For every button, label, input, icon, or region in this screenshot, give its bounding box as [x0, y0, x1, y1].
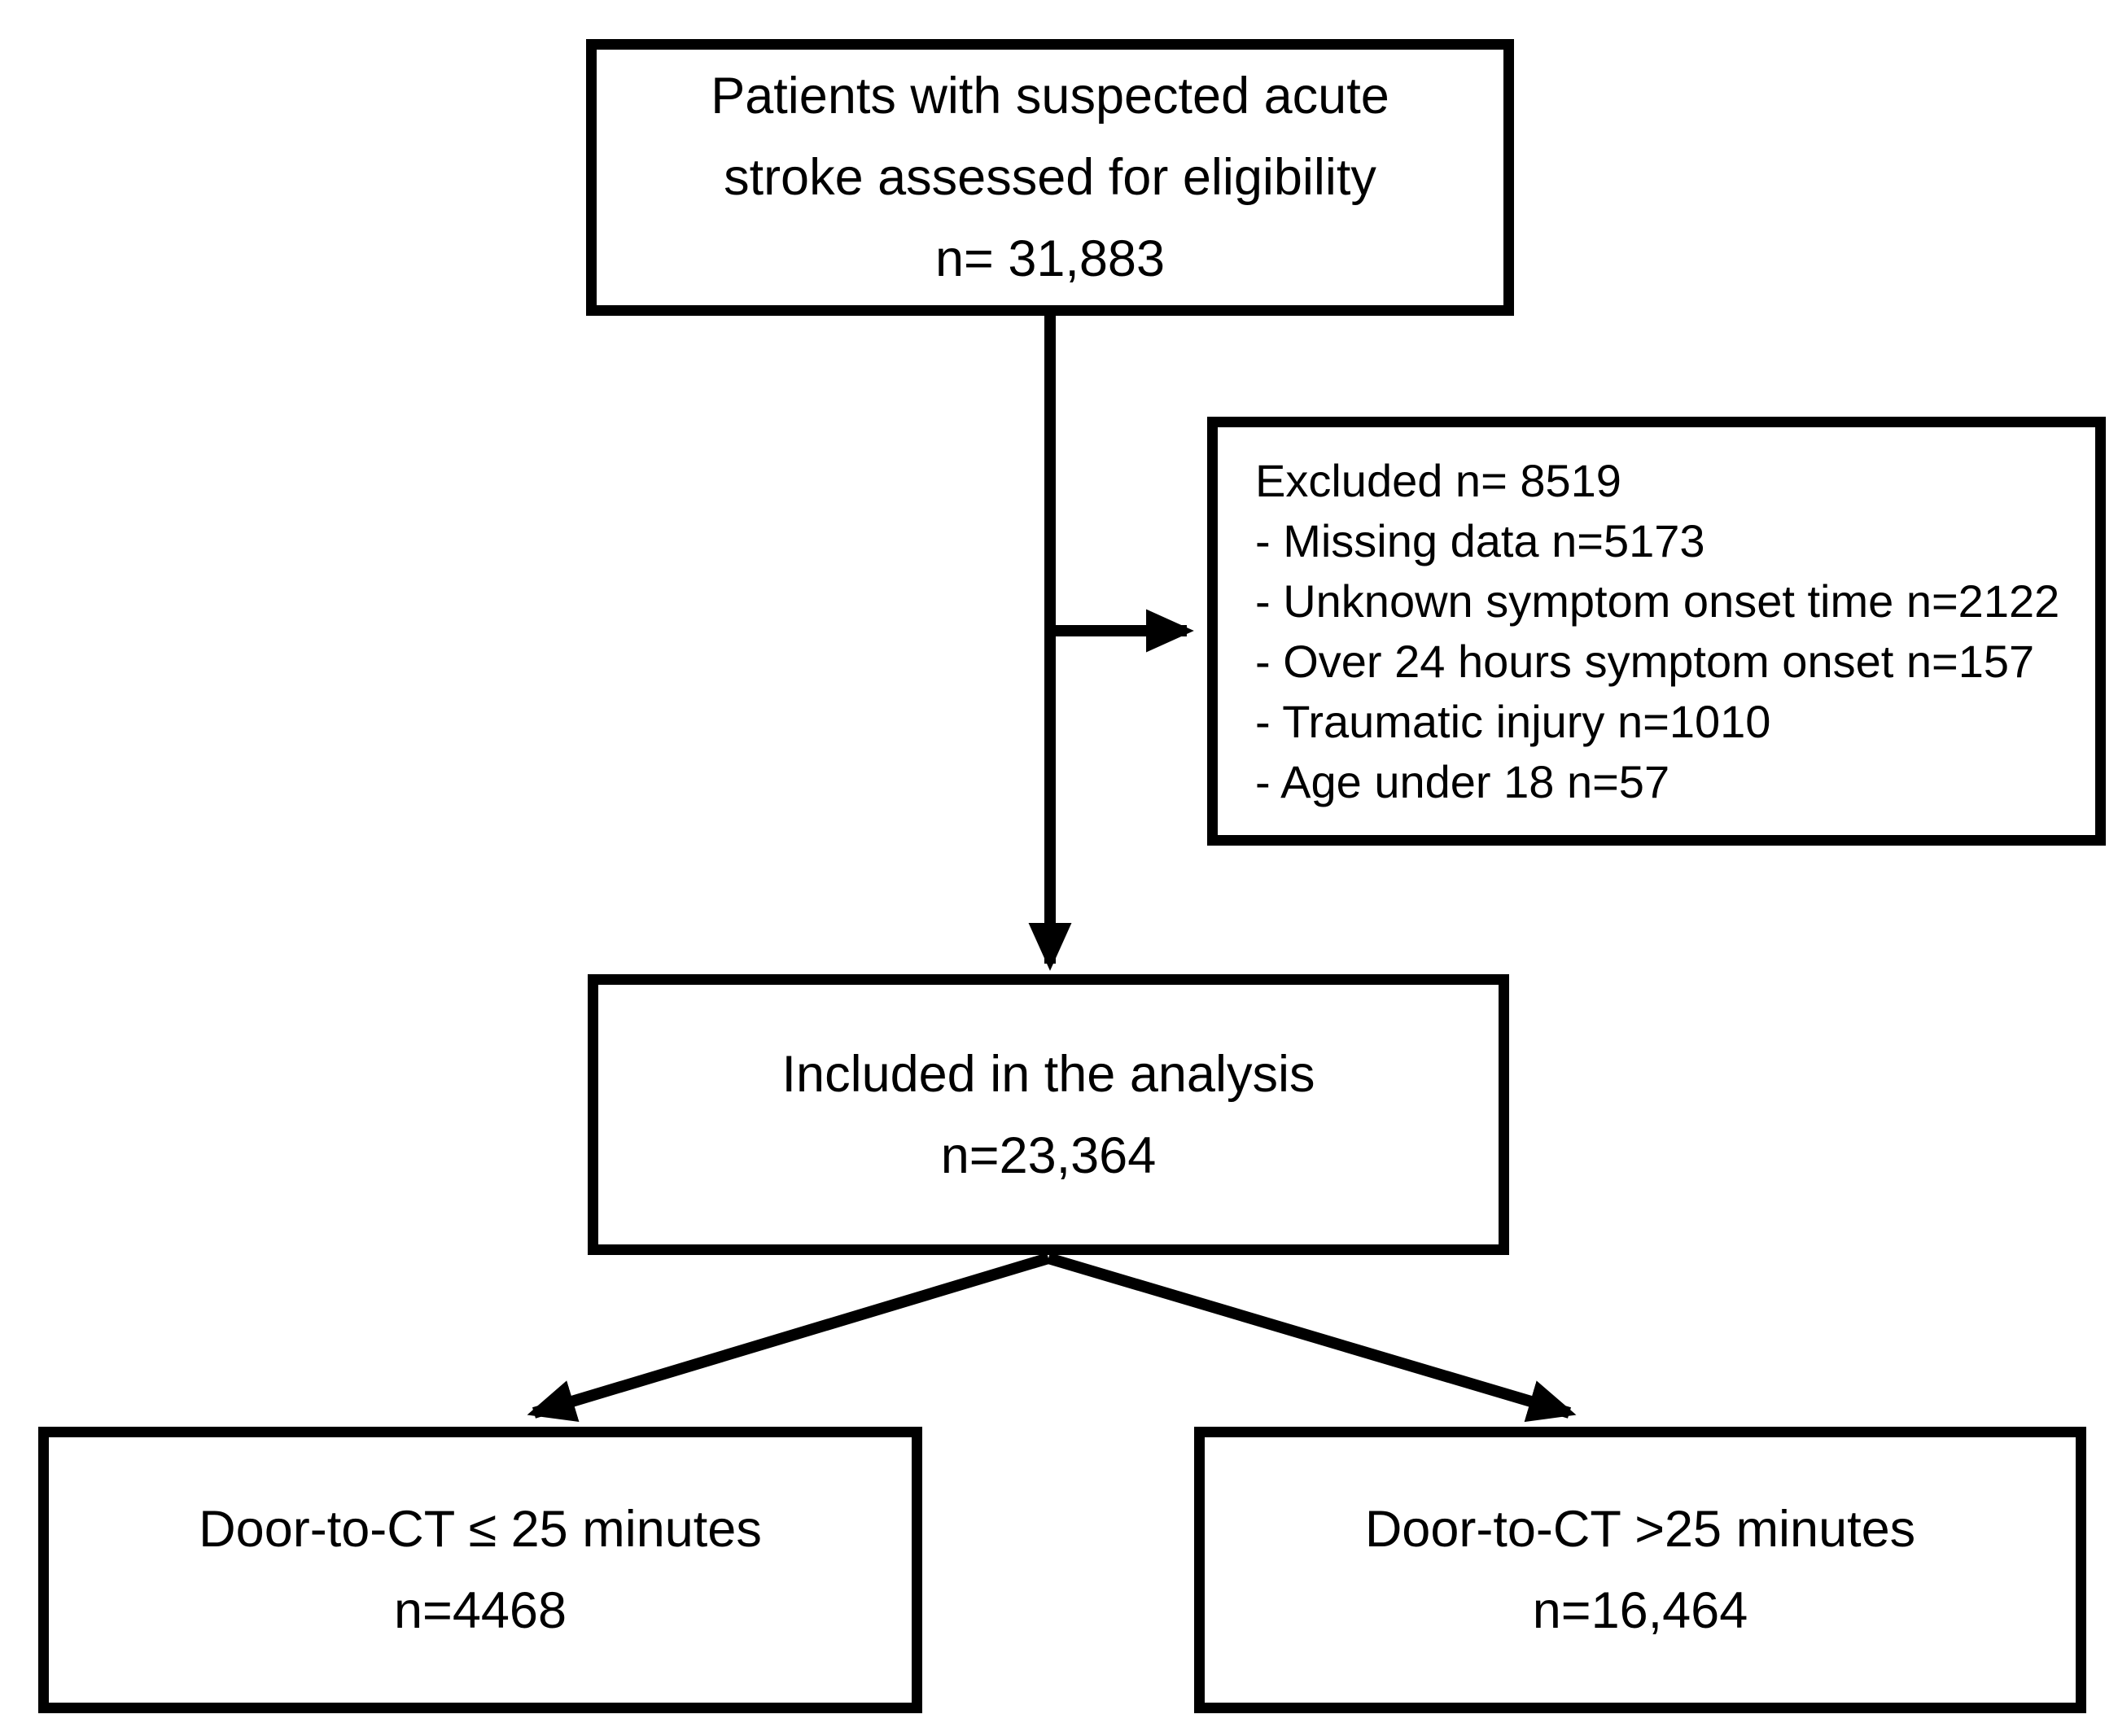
- eligibility-box-count: n= 31,883: [934, 230, 1166, 287]
- excluded-box: Excluded n= 8519 - Missing data n=5173 -…: [1207, 417, 2106, 846]
- eligibility-box-line2: stroke assessed for eligibility: [724, 149, 1376, 206]
- excluded-item-age-under-18: - Age under 18 n=57: [1255, 755, 1670, 807]
- excluded-item-over-24h: - Over 24 hours symptom onset n=157: [1255, 635, 2035, 687]
- excluded-item-unknown-onset: - Unknown symptom onset time n=2122: [1255, 575, 2060, 627]
- door-to-ct-gt25-count: n=16,464: [1532, 1582, 1748, 1639]
- door-to-ct-le25-box: Door-to-CT ≤ 25 minutes n=4468: [38, 1427, 922, 1713]
- eligibility-box-line1: Patients with suspected acute: [711, 68, 1389, 125]
- included-box-count: n=23,364: [940, 1126, 1157, 1184]
- included-box: Included in the analysis n=23,364: [588, 974, 1509, 1255]
- door-to-ct-gt25-box: Door-to-CT >25 minutes n=16,464: [1194, 1427, 2086, 1713]
- connector-included-to-gt25: [1047, 1253, 1577, 1423]
- excluded-item-missing-data: - Missing data n=5173: [1255, 514, 1705, 566]
- door-to-ct-le25-count: n=4468: [394, 1582, 567, 1639]
- excluded-box-title: Excluded n= 8519: [1255, 454, 1621, 506]
- excluded-item-traumatic-injury: - Traumatic injury n=1010: [1255, 695, 1771, 747]
- included-box-label: Included in the analysis: [781, 1045, 1315, 1103]
- door-to-ct-gt25-label: Door-to-CT >25 minutes: [1364, 1501, 1916, 1558]
- eligibility-box: Patients with suspected acute stroke ass…: [586, 39, 1514, 316]
- connector-included-to-le25: [527, 1253, 1051, 1422]
- door-to-ct-le25-label: Door-to-CT ≤ 25 minutes: [199, 1501, 762, 1558]
